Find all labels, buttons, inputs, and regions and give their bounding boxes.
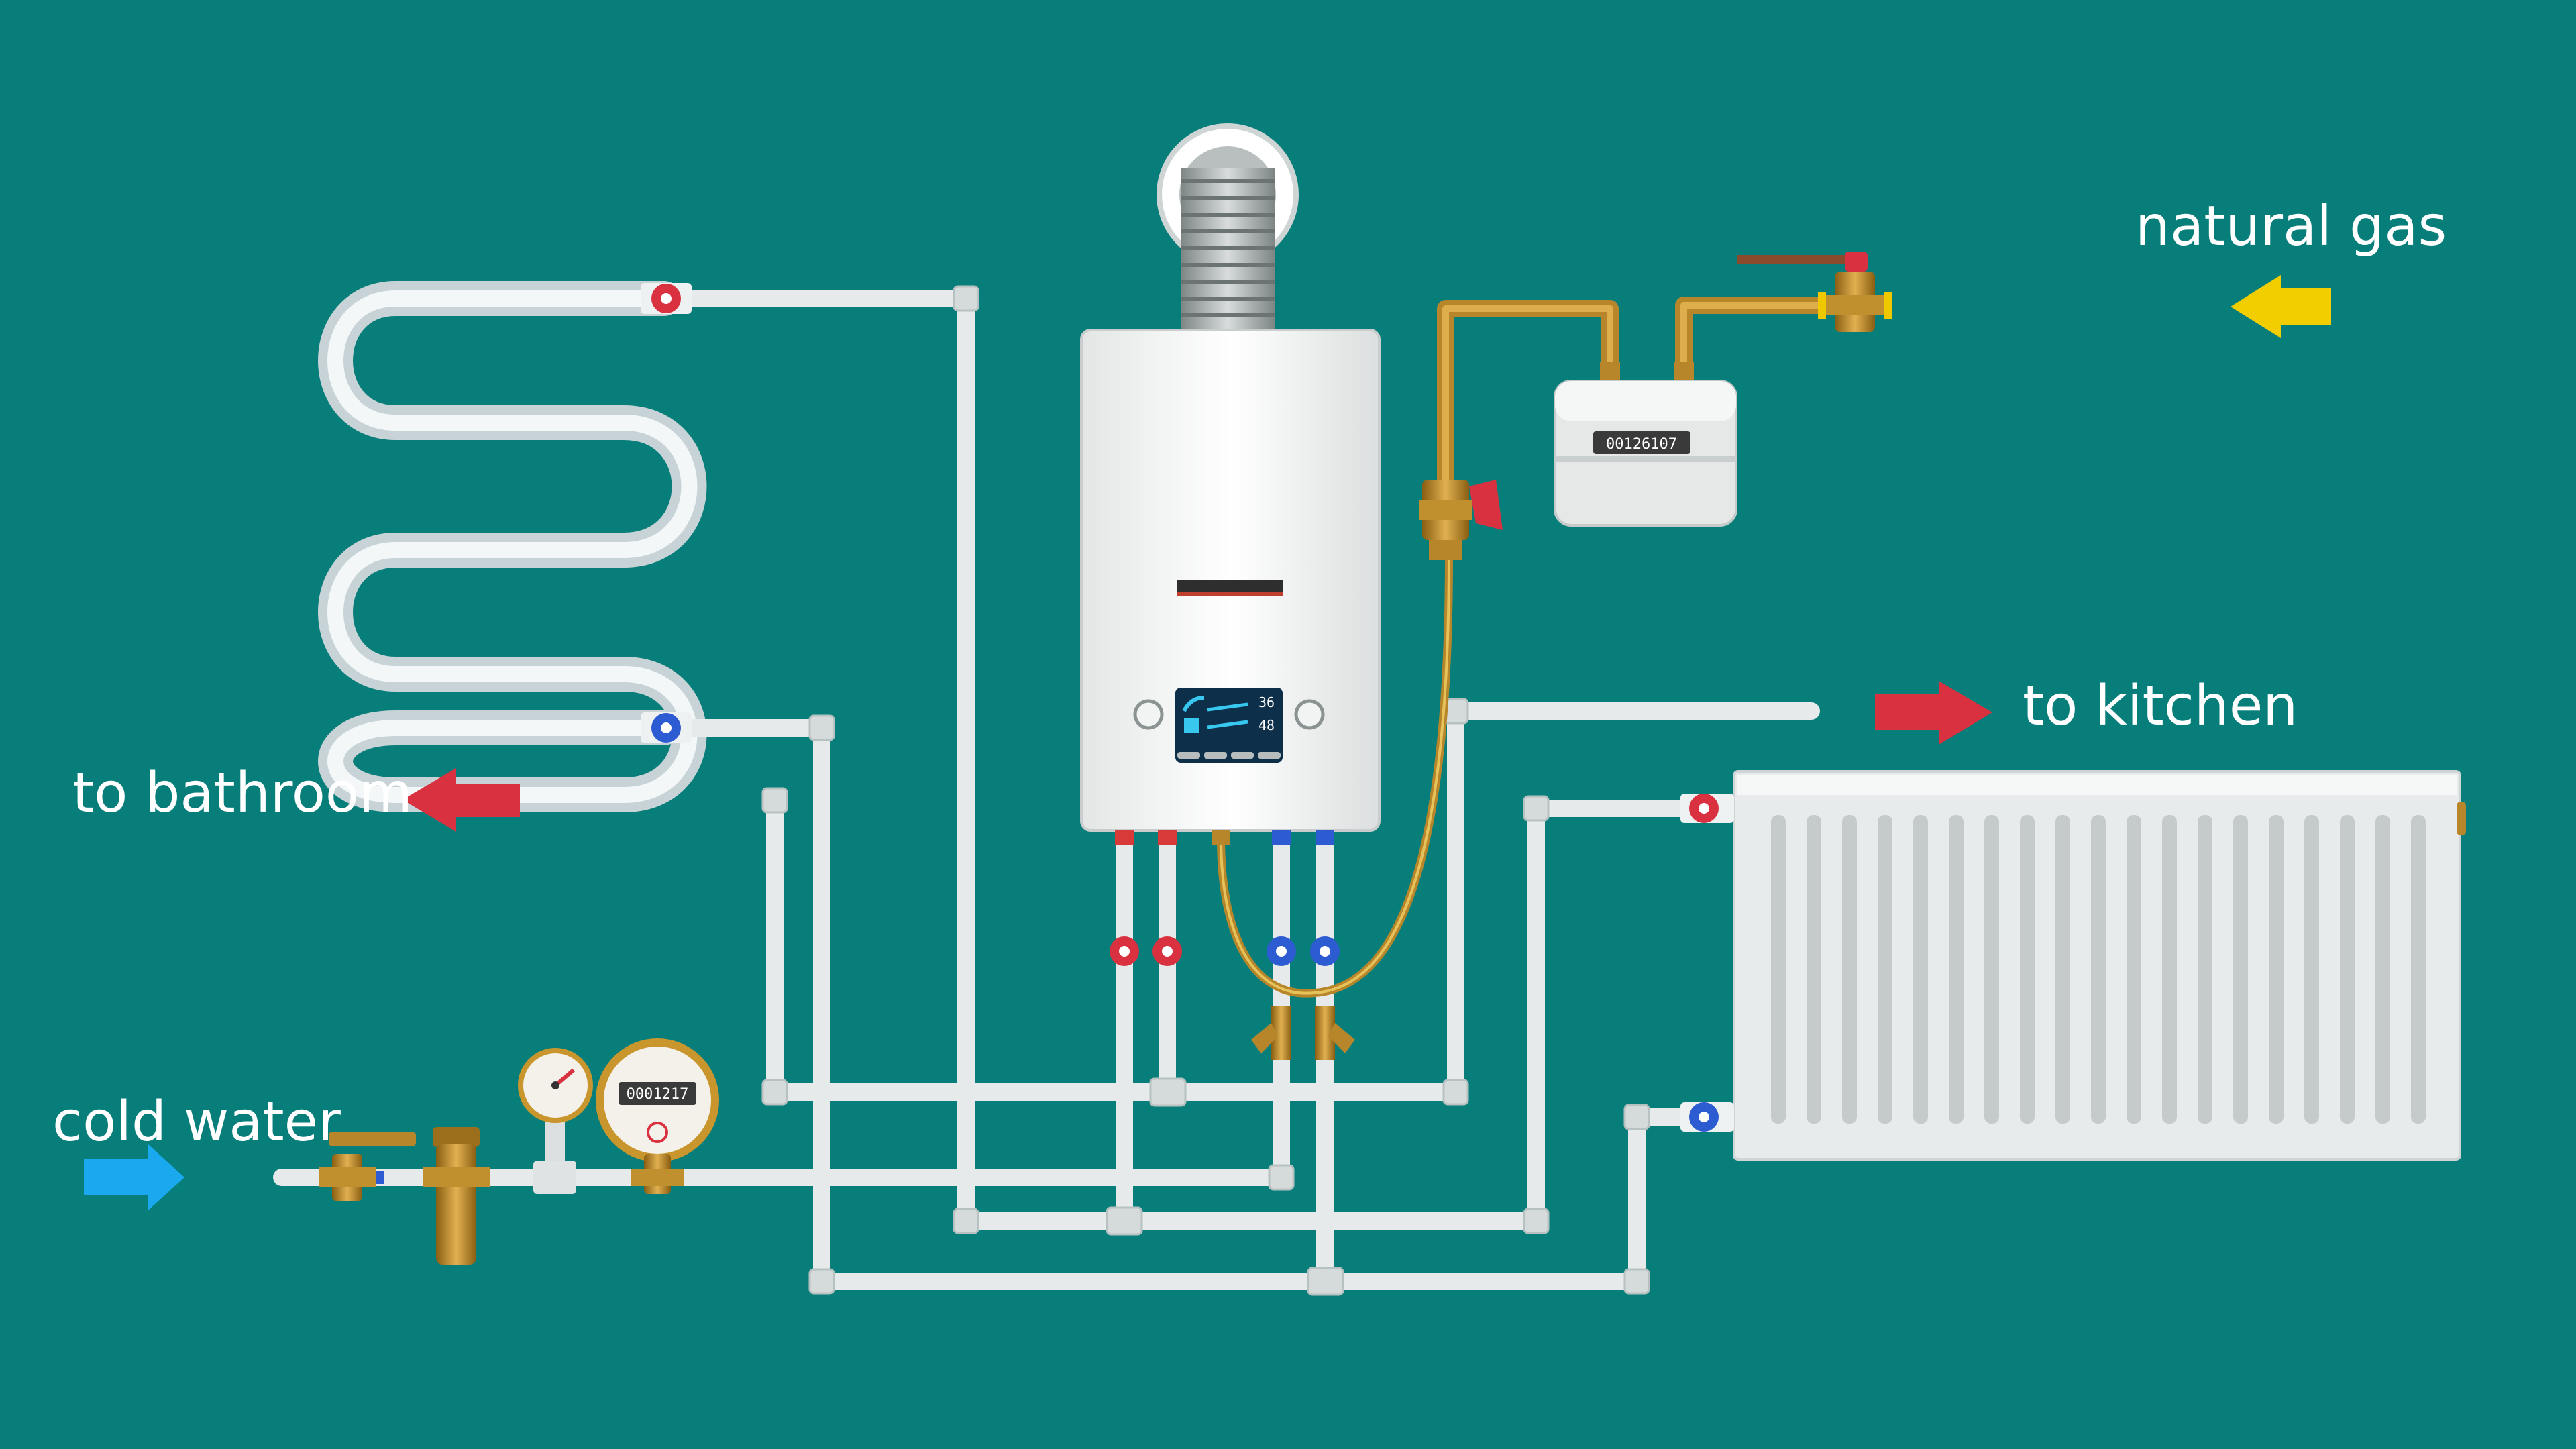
gas-pipes	[1217, 297, 2236, 998]
pipe-joints	[761, 285, 1650, 1296]
gas-valve-inlet	[1737, 252, 1892, 332]
boiler-flame-window	[1177, 580, 1283, 592]
to-bathroom-arrow	[402, 768, 520, 832]
to-kitchen-arrow	[1875, 681, 1992, 745]
gas-meter-counter	[1593, 431, 1690, 454]
flue-pipe	[1181, 168, 1275, 335]
boiler-valves	[1110, 936, 1355, 1060]
gas-meter: 00126107	[1554, 362, 1737, 527]
boiler-right-knob	[1294, 699, 1325, 730]
radiator	[1680, 770, 2466, 1161]
natural-gas-arrow	[2231, 275, 2331, 338]
cold-water-fittings: 0001217	[319, 1038, 719, 1265]
gas-meter-reading: 00126107	[1606, 436, 1677, 453]
water-meter-reading: 0001217	[627, 1086, 689, 1103]
label-cold-water: cold water	[52, 1090, 341, 1154]
pipe-to-bathroom	[766, 702, 1820, 1101]
boiler-left-knob	[1133, 699, 1164, 730]
label-to-kitchen: to kitchen	[2023, 674, 2298, 738]
boiler-display-value-top: 36	[1258, 694, 1275, 710]
boiler-display-value-bottom: 48	[1258, 717, 1275, 733]
gas-valve-boiler	[1419, 480, 1503, 560]
towel-warmer-valves	[641, 283, 692, 743]
pipe-towel-supply	[669, 290, 1713, 1230]
pipe-boiler-cold-in	[696, 830, 1290, 1186]
flow-arrows	[84, 275, 2331, 1211]
boiler-buttons	[1177, 752, 1281, 759]
flue	[1157, 123, 1299, 335]
label-natural-gas: natural gas	[2135, 195, 2447, 258]
label-to-bathroom: to bathroom	[72, 761, 413, 825]
gas-boiler: 36 48	[1080, 329, 1381, 845]
cold-water-arrow	[84, 1144, 184, 1211]
